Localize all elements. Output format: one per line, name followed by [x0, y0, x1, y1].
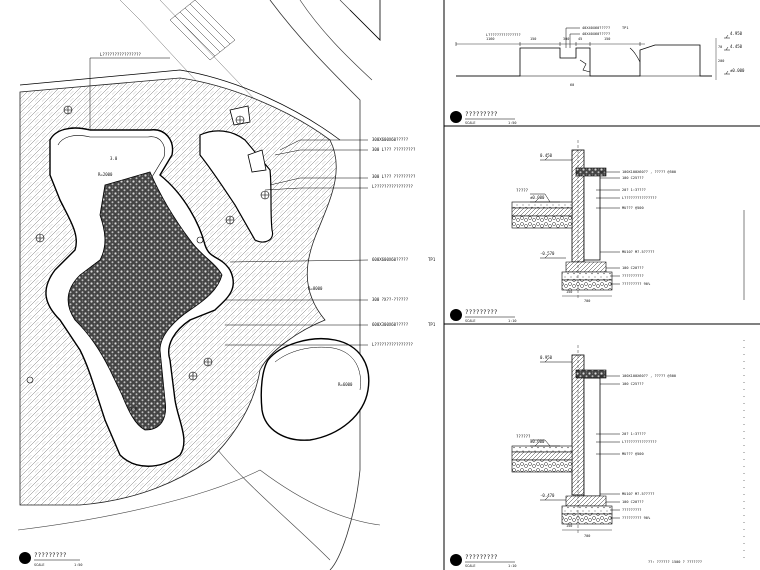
plan-callout: L???????????????? [372, 342, 414, 347]
section-label: ?????? [516, 434, 531, 439]
section-dim: 150 [604, 37, 610, 41]
title-marker [450, 111, 462, 123]
elevation-label: 4.950 [730, 31, 743, 36]
plan-tag: TP1 [428, 257, 436, 262]
layer-label: 100 C20??? [622, 500, 644, 504]
section-dim: 150 [530, 37, 536, 41]
section-3: 700 150 0.950 ±0.000 -0.470 ?????? 100X1… [450, 340, 745, 568]
elevation-label: ±0.000 [730, 68, 745, 73]
section-scale-label: SCALE [465, 121, 476, 125]
section-1: 1160 150 300 45 150 70 200 60 L?????????… [450, 26, 745, 125]
stair-steps [169, 0, 236, 61]
plan-scale-label: SCALE [34, 563, 45, 567]
section-title: ????????? [465, 111, 498, 118]
layer-label: MU10? M7.5????? [622, 492, 654, 496]
section-dim: 700 [584, 534, 590, 538]
section-label: L??????????????? [486, 33, 521, 37]
section-scale-value: 1:50 [508, 121, 516, 125]
plan-tag: TP1 [428, 322, 436, 327]
plan-callout: L???????????????? [100, 52, 142, 57]
layer-label: 100 C25??? [622, 382, 644, 386]
title-marker [450, 309, 462, 321]
section-label: 40X40X60????? [582, 32, 610, 36]
plan-callout: 600X600X60????? [372, 257, 409, 262]
dim-label: 5.0 [130, 406, 138, 411]
section-dim: 700 [584, 299, 590, 303]
site-plan: L???????????????? 300X600X60????? 300 L?… [17, 0, 436, 570]
section-dim: 200 [718, 59, 724, 63]
layer-label: MU??? @500 [622, 452, 644, 456]
layer-label: 20? 1:3???? [622, 188, 646, 192]
section-dim: 1160 [486, 37, 494, 41]
section-title: ????????? [465, 554, 498, 561]
plan-scale-value: 1:50 [74, 563, 82, 567]
elevation-label: 0.950 [540, 355, 553, 360]
section-scale-label: SCALE [465, 319, 476, 323]
plan-callout: L???????????????? [372, 184, 414, 189]
plan-callout: 300 L??? ????????? [372, 174, 416, 179]
layer-label: ?????????? [622, 274, 644, 278]
plan-callout: 600X300X60????? [372, 322, 409, 327]
section-dim: 70 [718, 45, 722, 49]
dim-label: 3.0 [110, 156, 118, 161]
section-dim: 45 [578, 37, 582, 41]
section-dim: 150 [566, 290, 572, 294]
section-dim: 60 [570, 83, 574, 87]
layer-label: ????????? [622, 508, 641, 512]
section-scale-value: 1:10 [508, 319, 516, 323]
layer-label: MU??? @500 [622, 206, 644, 210]
elevation-label: -0.470 [540, 493, 555, 498]
pebble-court [67, 171, 223, 431]
layer-label: ????????? 90% [622, 282, 651, 286]
tree-symbols [26, 105, 270, 384]
plan-callout: 300 ?X??-?????? [372, 297, 409, 302]
layer-label: MU10? M7.5????? [622, 250, 654, 254]
elevation-label: -0.570 [540, 251, 555, 256]
title-marker [19, 552, 31, 564]
layer-label: ????????? 90% [622, 516, 651, 520]
lawn-circle [260, 338, 370, 441]
radius-label: R=8000 [308, 286, 323, 291]
elevation-label: ±0.000 [530, 195, 545, 200]
elevation-label: 4.450 [730, 44, 743, 49]
layer-label: 100 C25??? [622, 176, 644, 180]
section-tag: TP1 [622, 26, 629, 30]
section-dim: 150 [566, 524, 572, 528]
footer-note: ??: ?????? 1500 ? ??????? [648, 560, 702, 564]
layer-label: 100 C20??? [622, 266, 644, 270]
section-scale-label: SCALE [465, 564, 476, 568]
layer-label: L??????????????? [622, 196, 657, 200]
layer-label: L??????????????? [622, 440, 657, 444]
radius-label: R=2000 [98, 172, 113, 177]
section-scale-value: 1:10 [508, 564, 516, 568]
elevation-label: ±0.000 [530, 439, 545, 444]
layer-label: 100X100X60?? , ????? @500 [622, 374, 676, 378]
elevation-label: 0.450 [540, 153, 553, 158]
plan-callout: 300X600X60????? [372, 137, 409, 142]
plan-title: ????????? [34, 552, 67, 559]
section-label: ????? [516, 188, 529, 193]
section-label: 40X40X60????? [582, 26, 610, 30]
plan-callout: 300 L??? ????????? [372, 147, 416, 152]
layer-label: 20? 1:3???? [622, 432, 646, 436]
section-2: 700 150 0.450 ±0.000 -0.570 ????? 100X10… [450, 140, 745, 323]
section-title: ????????? [465, 309, 498, 316]
layer-label: 100X100X60?? , ????? @500 [622, 170, 676, 174]
radius-label: R=6000 [338, 382, 353, 387]
title-marker [450, 554, 462, 566]
